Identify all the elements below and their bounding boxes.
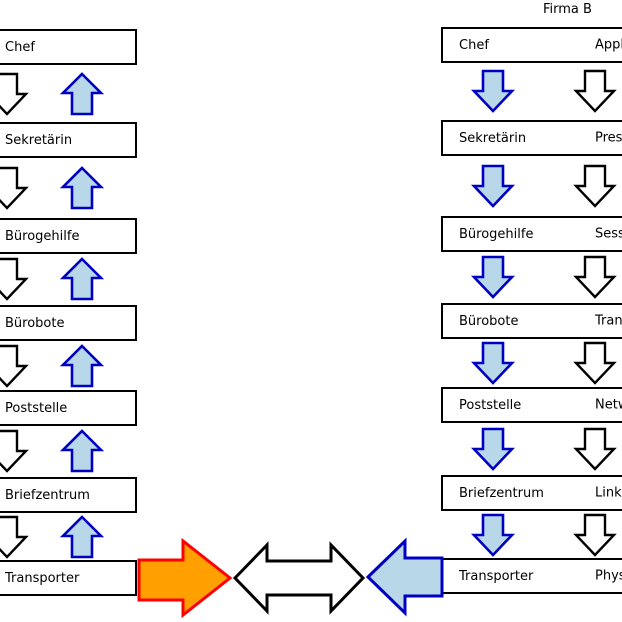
down-arrow-icon [470,255,516,299]
level-label: Chef [5,39,35,55]
down-arrow-icon [573,513,617,557]
up-arrow-icon [59,257,105,301]
down-arrow-icon [573,255,617,299]
osi-layer-label: Link [595,485,622,501]
osi-layer-label: Transport [595,313,622,329]
right-box-sekretaerin: Sekretärin Presentation [441,120,622,156]
right-box-buerobote: Bürobote Transport [441,303,622,339]
right-box-buerogehilfe: Bürogehilfe Session [441,216,622,252]
down-arrow-icon [573,164,617,208]
level-label: Poststelle [5,400,68,416]
down-arrow-icon [0,515,29,559]
firm-b-label: Firma B [543,2,592,17]
down-arrow-icon [470,164,516,208]
left-box-buerobote: Bürobote [0,305,137,341]
up-arrow-icon [59,72,105,116]
up-arrow-icon [59,166,105,210]
role-label: Chef [459,37,489,53]
up-arrow-icon [59,429,105,473]
down-arrow-icon [0,257,29,301]
down-arrow-icon [0,72,29,116]
level-label: Bürogehilfe [5,228,80,244]
down-arrow-icon [573,341,617,385]
down-arrow-icon [0,429,29,473]
double-headed-arrow-icon [232,541,366,615]
left-arrow-icon [365,537,444,617]
left-box-briefzentrum: Briefzentrum [0,477,137,513]
left-box-transporter: Transporter [0,560,137,596]
right-box-briefzentrum: Briefzentrum Link [441,475,622,511]
down-arrow-icon [470,69,516,113]
level-label: Transporter [5,570,80,586]
up-arrow-icon [59,344,105,388]
right-box-poststelle: Poststelle Network [441,387,622,423]
role-label: Bürogehilfe [459,226,534,242]
up-arrow-icon [59,515,105,559]
role-label: Transporter [459,568,534,584]
left-box-buerogehilfe: Bürogehilfe [0,218,137,254]
down-arrow-icon [573,427,617,471]
down-arrow-icon [0,344,29,388]
down-arrow-icon [470,341,516,385]
level-label: Sekretärin [5,132,73,148]
osi-layer-label: Application [595,37,622,53]
role-label: Briefzentrum [459,485,544,501]
role-label: Sekretärin [459,130,527,146]
down-arrow-icon [573,69,617,113]
down-arrow-icon [0,166,29,210]
right-box-chef: Chef Application [441,27,622,63]
right-box-transporter: Transporter Physical [441,558,622,594]
osi-layer-label: Physical [595,568,622,584]
left-box-chef: Chef [0,29,137,65]
role-label: Bürobote [459,313,519,329]
down-arrow-icon [470,427,516,471]
down-arrow-icon [470,513,516,557]
left-box-poststelle: Poststelle [0,390,137,426]
right-arrow-icon [137,537,233,619]
left-box-sekretaerin: Sekretärin [0,122,137,158]
level-label: Bürobote [5,315,65,331]
level-label: Briefzentrum [5,487,90,503]
osi-layer-label: Presentation [595,130,622,146]
osi-layer-label: Session [595,226,622,242]
osi-layer-label: Network [595,397,622,413]
role-label: Poststelle [459,397,522,413]
